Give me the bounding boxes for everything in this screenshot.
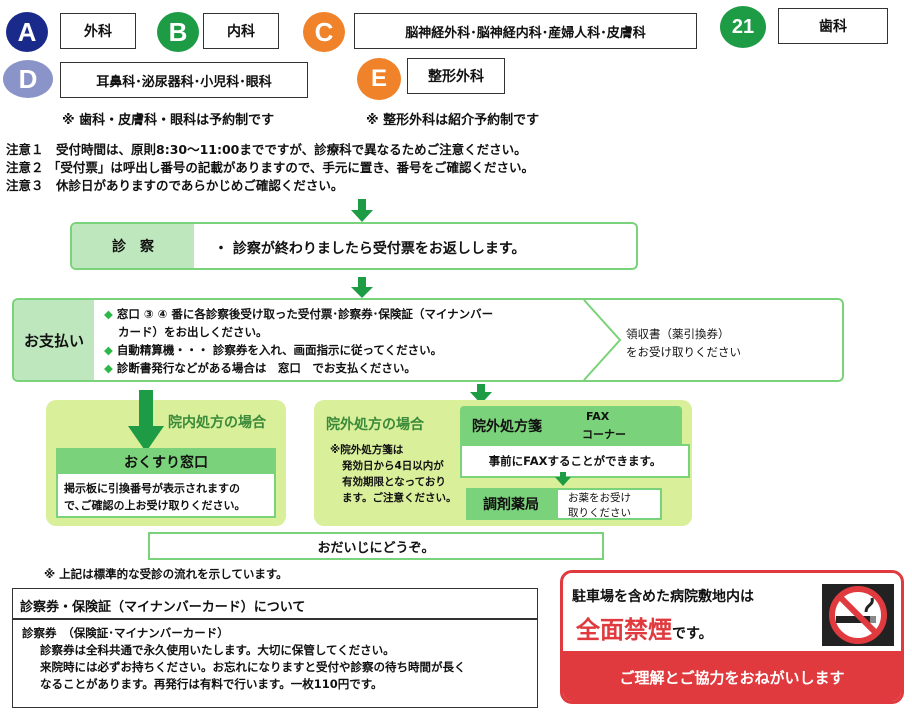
inhouse-desc-1: 掲示板に引換番号が表示されますの — [64, 482, 240, 495]
no-smoking-icon — [822, 584, 894, 646]
dept-d-badge: D — [3, 60, 53, 98]
payment-item-1-text: 窓口 ③ ④ 番に各診察後受け取った受付票･診察券･保険証（マイナンバー — [116, 307, 494, 321]
card-line-1: 診察券は全科共通で永久使用いたします。大切に保管してください。 — [40, 643, 395, 657]
card-line-3: なることがあります。再発行は有料で行います。一枚110円です。 — [40, 677, 383, 691]
farewell-text: おだいじにどうぞ。 — [317, 540, 435, 556]
dept-21-badge: 21 — [720, 6, 766, 48]
fax-text: 事前にFAXすることができます。 — [488, 454, 662, 468]
reservation-note-2: ※ 整形外科は紹介予約制です — [366, 113, 540, 128]
diamond-bullet-icon: ◆ — [104, 307, 113, 321]
dept-c-text: 脳神経外科･脳神経内科･産婦人科･皮膚科 — [405, 25, 646, 41]
no-smoking-suffix: です。 — [672, 626, 713, 642]
payment-item-3-text: 診断書発行などがある場合は 窓口 でお支払ください。 — [116, 361, 416, 375]
outhouse-note-1: ※院外処方箋は — [330, 444, 404, 456]
inhouse-title: 院内処方の場合 — [168, 415, 266, 431]
payment-item-1b-text: カード）をお出しください。 — [118, 325, 268, 339]
pharmacy-text-1: お薬をお受け — [568, 492, 631, 504]
dept-a-text: 外科 — [84, 24, 112, 40]
payment-label: お支払い — [23, 331, 84, 350]
dept-d-text: 耳鼻科･泌尿器科･小児科･眼科 — [96, 74, 272, 90]
dept-a-letter: A — [17, 16, 37, 47]
pharmacy-text-box — [556, 488, 662, 520]
exam-label: 診 察 — [112, 239, 154, 255]
fax-label-2: コーナー — [582, 428, 626, 441]
diamond-bullet-icon: ◆ — [104, 361, 113, 375]
payment-item-1: ◆ 窓口 ③ ④ 番に各診察後受け取った受付票･診察券･保険証（マイナンバー — [104, 306, 493, 322]
no-smoking-big-text: 全面禁煙 — [576, 616, 672, 644]
payment-item-2: ◆ 自動精算機・・・ 診察券を入れ、画面指示に従ってください。 — [104, 342, 442, 358]
dept-b-badge: B — [157, 12, 199, 52]
no-smoking-big: 全面禁煙です。 — [576, 610, 713, 645]
caution-1: 注意１ 受付時間は、原則8:30～11:00までですが、診療科で異なるためご注意… — [6, 142, 527, 157]
payment-item-2-text: 自動精算機・・・ 診察券を入れ、画面指示に従ってください。 — [116, 343, 443, 357]
payment-item-3: ◆ 診断書発行などがある場合は 窓口 でお支払ください。 — [104, 360, 416, 376]
no-smoking-footer: ご理解とご協力をおねがいします — [563, 651, 901, 701]
payment-label-box: お支払い — [14, 300, 94, 380]
pharmacy-label: 調剤薬局 — [483, 497, 539, 513]
outhouse-note-3: 有効期限となっており — [342, 476, 446, 488]
inhouse-window-text: おくすり窓口 — [124, 455, 208, 471]
dept-a-label: 外科 — [60, 13, 136, 49]
pharmacy-text-2: 取りください — [568, 507, 631, 519]
caution-3: 注意３ 休診日がありますのであらかじめご確認ください。 — [6, 178, 344, 193]
dept-d-letter: D — [18, 63, 38, 94]
fax-label-1: FAX — [586, 410, 610, 423]
reservation-note-1: ※ 歯科・皮膚科・眼科は予約制です — [62, 113, 275, 128]
receipt-line-2: をお受け取りください — [626, 345, 741, 359]
outhouse-note-4: ます。ご注意ください。 — [342, 492, 457, 504]
dept-e-letter: E — [370, 65, 387, 92]
dept-b-text: 内科 — [227, 24, 255, 40]
dept-a-badge: A — [6, 12, 48, 52]
flow-arrow-down-icon — [555, 472, 571, 486]
card-divider — [13, 618, 537, 620]
card-line-2: 来院時には必ずお持ちください。お忘れになりますと受付や診察の待ち時間が長く — [40, 660, 466, 674]
dept-e-badge: E — [357, 58, 401, 100]
outhouse-note-2: 発効日から4日以内が — [342, 460, 444, 472]
card-heading: 診察券・保険証（マイナンバーカード）について — [20, 600, 306, 615]
card-info-box — [12, 588, 538, 708]
dept-21-label: 歯科 — [778, 8, 888, 44]
caution-2: 注意２ 「受付票」は呼出し番号の記載がありますので、手元に置き、番号をご確認くだ… — [6, 160, 534, 175]
dept-e-label: 整形外科 — [407, 58, 505, 94]
receipt-line-1: 領収書（薬引換券） — [626, 327, 730, 341]
card-subheading: 診察券 （保険証･マイナンバーカード） — [22, 626, 229, 640]
exam-text: ・ 診察が終わりましたら受付票をお返しします。 — [214, 241, 526, 257]
no-smoking-line1: 駐車場を含めた病院敷地内は — [572, 589, 754, 605]
payment-item-1b: カード）をお出しください。 — [118, 324, 268, 340]
dept-b-label: 内科 — [203, 13, 279, 49]
dept-b-letter: B — [168, 16, 188, 47]
diamond-bullet-icon: ◆ — [104, 343, 113, 357]
inhouse-desc-2: で､ご確認の上お受け取りください。 — [64, 499, 246, 512]
rx-label: 院外処方箋 — [472, 419, 542, 435]
dept-21-text: 歯科 — [819, 19, 847, 35]
big-arrow-down-icon — [128, 390, 164, 452]
inhouse-window-label: おくすり窓口 — [58, 450, 274, 474]
dept-c-label: 脳神経外科･脳神経内科･産婦人科･皮膚科 — [354, 13, 697, 49]
dept-21-letter: 21 — [731, 15, 755, 38]
outhouse-title: 院外処方の場合 — [326, 417, 424, 433]
flow-note: ※ 上記は標準的な受診の流れを示しています。 — [44, 567, 288, 581]
dept-e-text: 整形外科 — [428, 69, 484, 85]
fax-text-box: 事前にFAXすることができます。 — [460, 444, 690, 478]
no-smoking-footer-text: ご理解とご協力をおねがいします — [619, 668, 845, 687]
dept-d-label: 耳鼻科･泌尿器科･小児科･眼科 — [60, 62, 308, 98]
exam-label-box: 診 察 — [72, 224, 194, 268]
flow-arrow-down-icon — [351, 277, 373, 298]
dept-c-badge: C — [303, 12, 345, 52]
farewell-box: おだいじにどうぞ。 — [148, 532, 604, 560]
pharmacy-label-box: 調剤薬局 — [466, 488, 556, 520]
rx-header — [460, 406, 682, 444]
chevron-right-icon — [583, 300, 622, 380]
payment-box — [12, 298, 844, 382]
flow-arrow-down-icon — [351, 199, 373, 222]
flow-arrow-down-icon — [470, 384, 492, 404]
dept-c-letter: C — [314, 16, 334, 47]
